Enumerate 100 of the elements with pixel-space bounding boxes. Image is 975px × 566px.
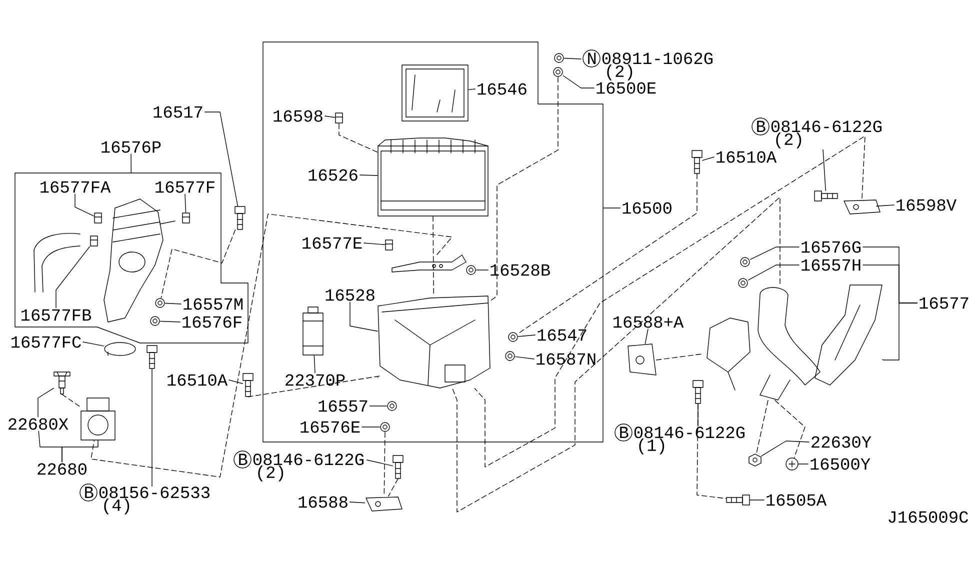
leader-line <box>761 440 810 456</box>
part-number: 16588+A <box>614 316 684 328</box>
leader-line <box>350 502 365 504</box>
part-number: 16576F <box>182 316 242 328</box>
part-number: 16576E <box>300 421 360 433</box>
leader-line <box>748 264 800 280</box>
bolt <box>234 206 246 230</box>
grommet <box>380 422 390 432</box>
bolt <box>242 373 254 397</box>
leader-line <box>563 75 594 88</box>
guide-line <box>248 376 380 398</box>
leader-line <box>204 112 238 206</box>
leader-line <box>468 88 476 90</box>
bolt <box>146 345 158 369</box>
leader-line <box>515 356 534 360</box>
part-number: 16557M <box>184 298 243 310</box>
bolt <box>726 494 750 506</box>
nut <box>155 298 165 308</box>
bolt <box>692 150 702 174</box>
leader-line <box>362 426 380 428</box>
clip <box>182 212 190 224</box>
guide-line <box>452 196 780 512</box>
guide-line <box>518 174 698 334</box>
air-duct <box>706 284 882 400</box>
part-number: 16547 <box>538 329 586 341</box>
leader-line <box>564 58 582 60</box>
part-number: 22680 <box>38 463 86 475</box>
part-number: 16557 <box>318 400 368 412</box>
part-number: 16577FC <box>12 336 81 348</box>
part-number: 22370P <box>286 374 345 386</box>
part-number: 16500Y <box>810 458 870 470</box>
leader-line <box>366 460 393 466</box>
nut <box>554 53 564 63</box>
part-number: 16546 <box>478 83 526 95</box>
bolt <box>692 380 704 404</box>
leader-line <box>184 194 186 212</box>
part-number: N 08911-1062G (2) <box>582 50 713 80</box>
leader-line <box>360 174 378 176</box>
leader-line <box>518 334 536 337</box>
part-number: B 08146-6122G (2) <box>234 450 364 482</box>
part-number: 16528 <box>326 289 374 301</box>
leader-line <box>38 388 54 418</box>
leader-line <box>165 302 182 304</box>
guide-line <box>432 216 434 296</box>
nut <box>505 351 515 361</box>
guide-line <box>62 394 81 408</box>
leader-line <box>750 246 800 260</box>
part-number: 16510A <box>168 374 228 386</box>
part-number: 16577FB <box>22 309 92 321</box>
part-number: 16577FA <box>40 181 111 193</box>
part-number: 16500 <box>622 202 672 214</box>
leader-line <box>314 355 316 374</box>
leader-line <box>62 440 98 462</box>
part-number: B 08156-62533 (4) <box>80 484 210 514</box>
guide-line <box>490 77 558 302</box>
bracket <box>628 344 656 376</box>
nut <box>738 278 748 288</box>
part-number: 16526 <box>308 169 358 181</box>
part-number: 16598 <box>274 110 322 122</box>
bracket <box>844 200 880 214</box>
washer <box>553 67 563 77</box>
clip <box>335 112 343 124</box>
part-number: B 08146-6122G (2) <box>752 118 882 148</box>
guide-line <box>338 124 378 153</box>
leader-line <box>882 302 918 360</box>
part-number: 22630Y <box>812 436 872 448</box>
part-number: 16588 <box>298 496 348 508</box>
bolt <box>392 455 404 479</box>
guide-line <box>656 353 704 360</box>
nut <box>466 265 476 275</box>
leader-line <box>74 194 94 216</box>
bracket <box>392 254 466 272</box>
cap <box>786 458 798 470</box>
guide-line <box>90 214 452 478</box>
part-number: 16557H <box>802 259 860 271</box>
drawing-number: J165009C <box>888 511 968 523</box>
part-number: B 08146-6122G (1) <box>614 424 745 454</box>
part-number: 16510A <box>716 151 777 163</box>
guide-line <box>474 136 866 468</box>
clip <box>90 236 98 246</box>
sensor <box>54 372 70 394</box>
grommet <box>150 316 160 326</box>
leader-line <box>56 246 90 308</box>
bolt <box>814 190 838 202</box>
guide-line <box>774 400 806 458</box>
leader-line <box>702 156 714 161</box>
part-number: 22680X <box>8 418 68 430</box>
bracket <box>366 496 402 512</box>
guide-line <box>160 230 236 298</box>
part-number: 16587N <box>536 353 596 365</box>
leader-line <box>324 116 335 118</box>
part-number: 16517 <box>154 106 202 118</box>
leader-line <box>228 380 243 384</box>
leader-line <box>130 154 132 174</box>
hose-clamp <box>104 342 136 356</box>
part-number: 16577E <box>302 237 362 249</box>
grommet <box>387 401 397 411</box>
throttle-body <box>80 398 116 440</box>
part-number: 16528B <box>490 264 550 276</box>
guide-line <box>756 400 768 454</box>
